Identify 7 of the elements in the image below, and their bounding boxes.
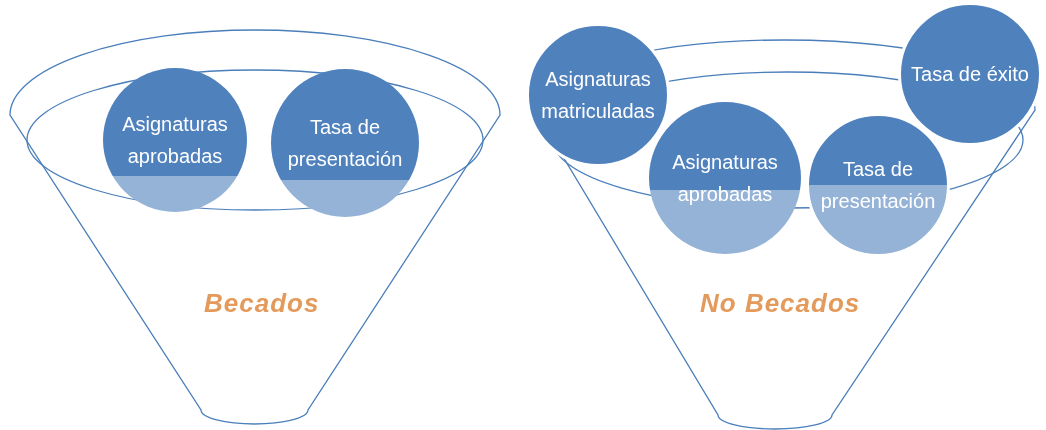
metric-circle: Tasa de presentación xyxy=(271,69,419,217)
group-label: Becados xyxy=(204,288,320,319)
metric-circle: Asignaturas aprobadas xyxy=(103,68,247,212)
metric-circle: Asignaturas matriculadas xyxy=(526,23,670,167)
metric-circle: Tasa de éxito xyxy=(898,2,1042,146)
group-label: No Becados xyxy=(700,288,861,319)
metric-circle: Tasa de presentación xyxy=(806,113,950,257)
